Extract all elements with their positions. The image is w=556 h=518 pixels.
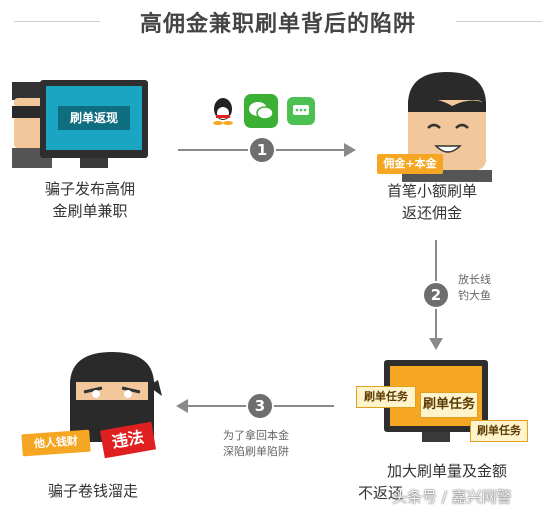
- monitor-stand: [80, 158, 108, 168]
- watermark: 头条号 / 嘉兴网警: [392, 488, 512, 506]
- title-line-right: [456, 21, 542, 22]
- note-line: 钓大鱼: [458, 289, 491, 302]
- task-card-left: 刷单任务: [356, 386, 416, 408]
- arrow-head-right: [344, 143, 356, 157]
- note-step-2: 放长线 钓大鱼: [458, 272, 518, 304]
- page-title: 高佣金兼职刷单背后的陷阱: [139, 12, 416, 37]
- caption-line: 首笔小额刷单: [386, 182, 477, 200]
- caption-line: 金刷单兼职: [52, 202, 128, 220]
- task-card-center: 刷单任务: [420, 392, 478, 418]
- wechat-icon: [244, 94, 278, 128]
- caption-scammer-flee: 骗子卷钱溜走: [47, 482, 138, 500]
- masked-thief-avatar: [62, 352, 162, 448]
- caption-scammer-post: 骗子发布高佣 金刷单兼职: [0, 178, 180, 222]
- caption-line: 骗子发布高佣: [44, 180, 135, 198]
- caption-line: 不返还: [358, 484, 404, 502]
- caption-victim-first: 首笔小额刷单 返还佣金: [352, 180, 512, 224]
- title-line-left: [14, 21, 100, 22]
- step-2-badge: 2: [422, 281, 450, 309]
- task-card-right: 刷单任务: [470, 420, 528, 442]
- tag-others-money: 他人钱财: [21, 429, 91, 457]
- message-icon: [287, 97, 315, 125]
- step-3-badge: 3: [246, 392, 274, 420]
- arrow-head-down: [429, 338, 443, 350]
- caption-victim-more: 加大刷单量及金额 不返还: [352, 460, 542, 504]
- note-line: 放长线: [458, 273, 491, 286]
- step-1-badge: 1: [248, 136, 276, 164]
- caption-line: 返还佣金: [401, 204, 462, 222]
- note-line: 深陷刷单陷阱: [223, 445, 289, 458]
- note-step-3: 为了拿回本金 深陷刷单陷阱: [196, 428, 316, 460]
- tag-commission-principal: 佣金+本金: [377, 154, 443, 174]
- caption-line: 加大刷单量及金额: [386, 462, 507, 480]
- arrow-head-left: [176, 399, 188, 413]
- note-line: 为了拿回本金: [223, 429, 289, 442]
- qq-icon: [208, 96, 238, 126]
- tasks-monitor-stand: [422, 432, 450, 442]
- screen-label-cashback: 刷单返现: [58, 106, 130, 130]
